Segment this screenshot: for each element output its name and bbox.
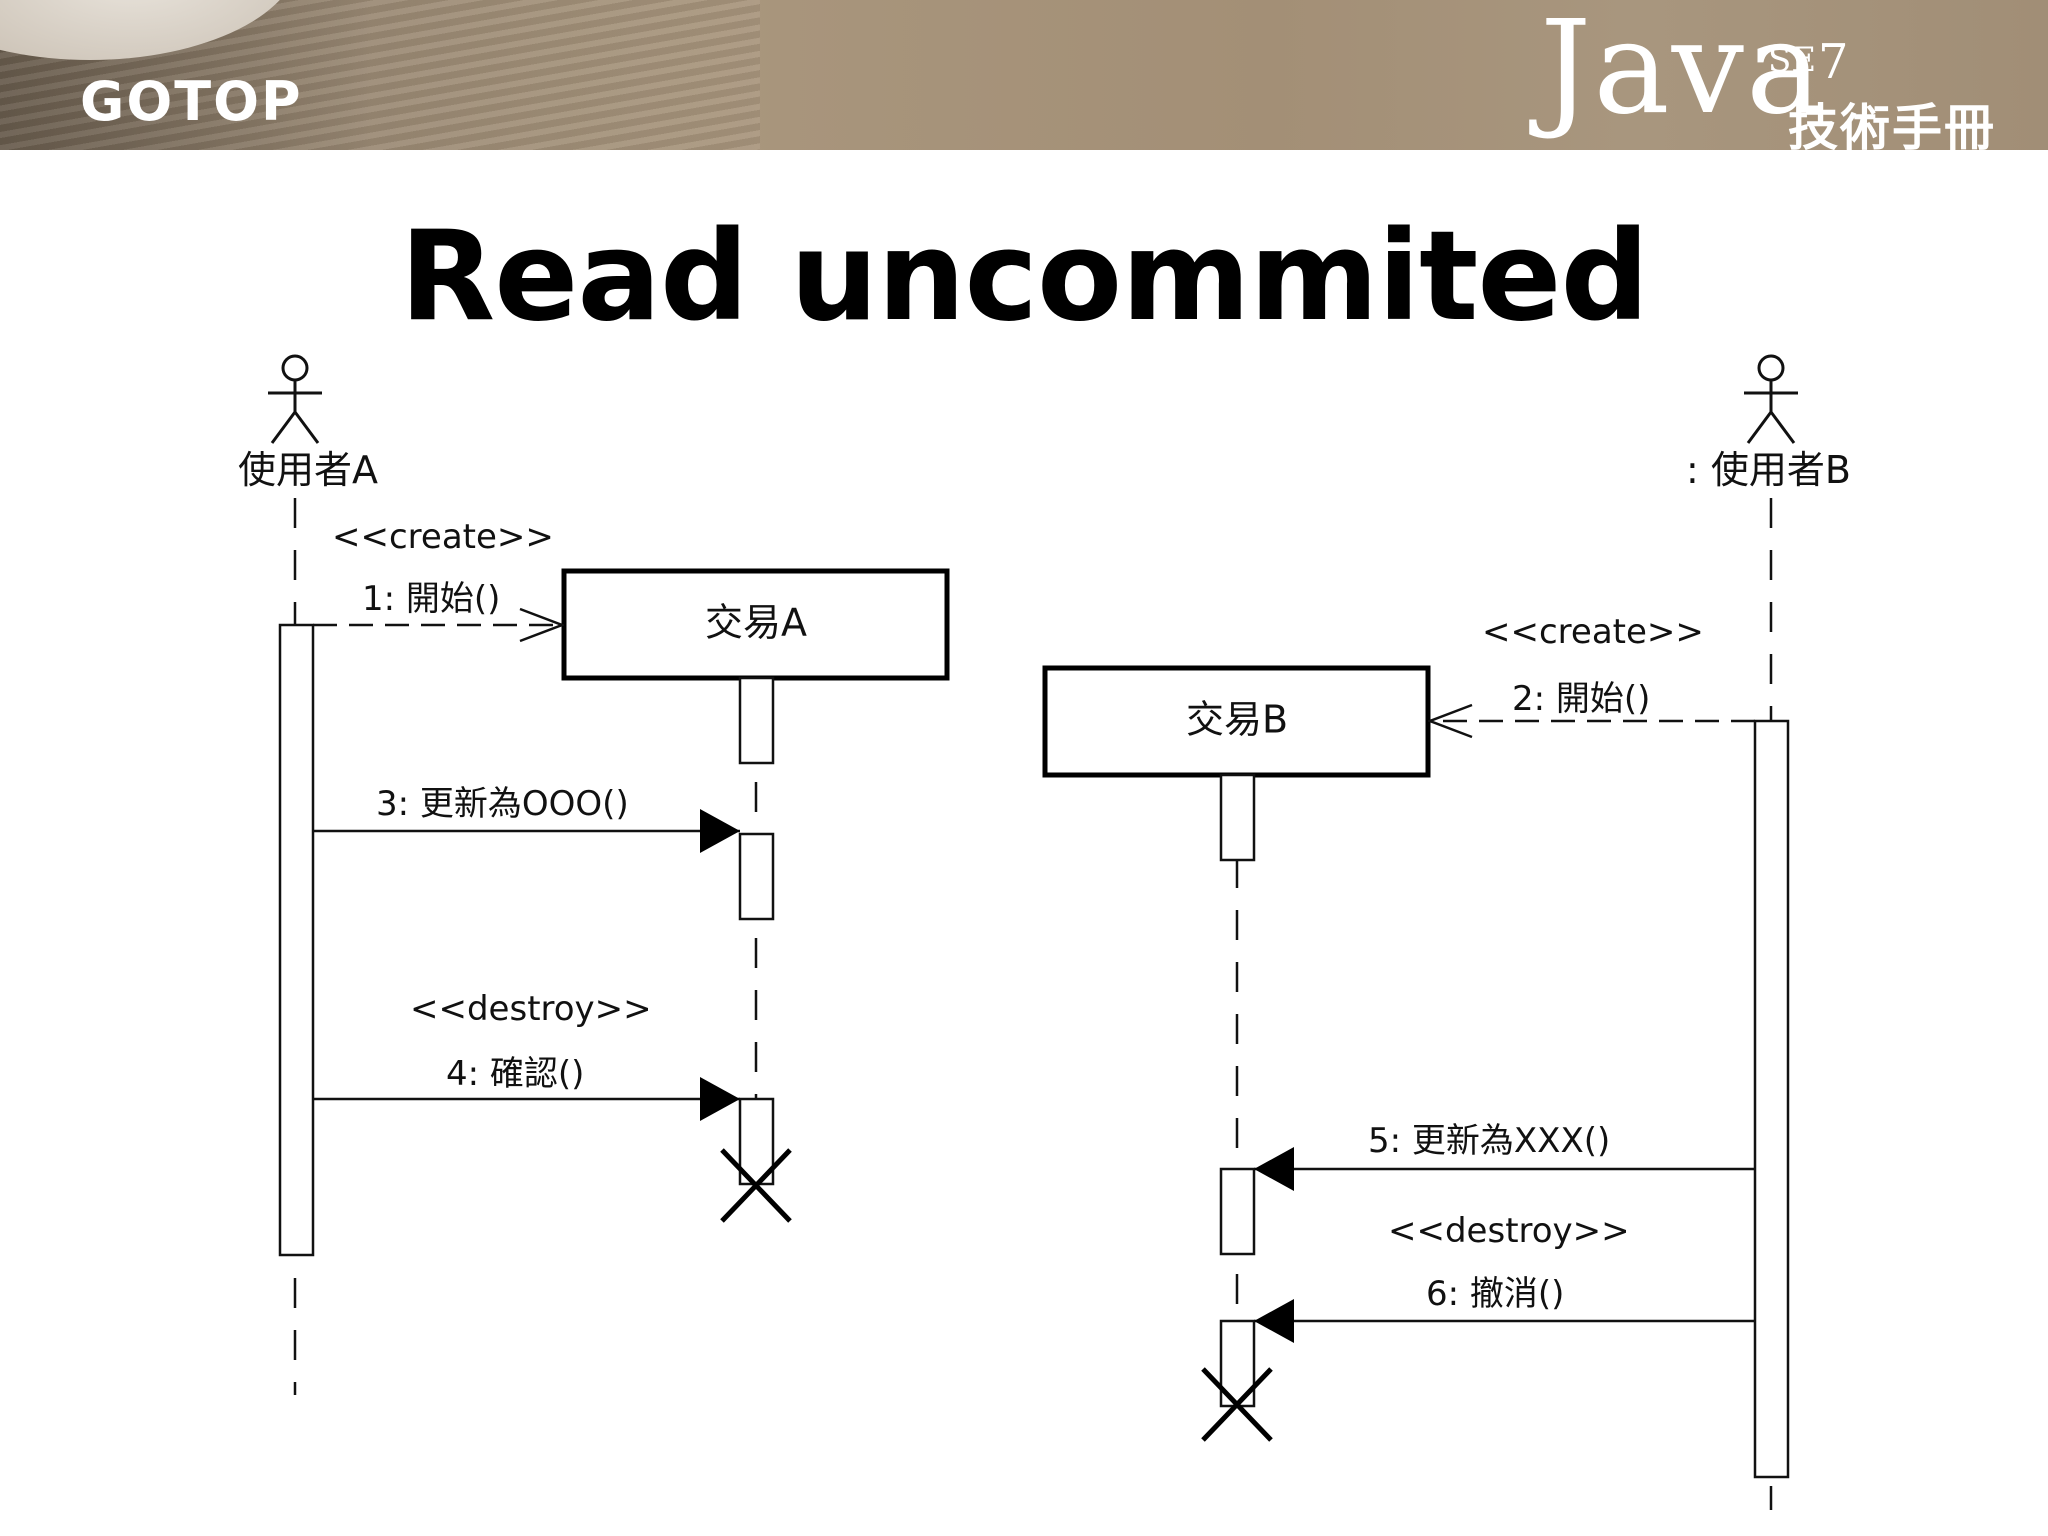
activation-tx-b-2 <box>1219 1167 1256 1256</box>
object-tx-a-label: 交易A <box>705 601 807 645</box>
actor-user-a-label: 使用者A <box>238 448 378 492</box>
header-banner: GOTOP Java SE 7 技術手冊 <box>0 0 2048 150</box>
message-3-label: 3: 更新為OOO() <box>376 784 629 824</box>
activation-user-a <box>278 623 315 1257</box>
product-version: 7 <box>1818 34 1849 90</box>
message-1-label: 1: 開始() <box>362 579 500 619</box>
message-4-stereotype: <<destroy>> <box>410 989 652 1029</box>
message-2-stereotype: <<create>> <box>1482 612 1704 652</box>
book-subtitle: 技術手冊 <box>1788 99 1996 150</box>
activation-user-b <box>1753 719 1790 1479</box>
object-tx-b-label: 交易B <box>1186 698 1288 742</box>
destroy-x-icon-tx-a <box>720 1148 792 1223</box>
activation-tx-a-2 <box>738 832 775 921</box>
message-4-label: 4: 確認() <box>446 1054 584 1094</box>
activation-tx-a-1 <box>738 676 775 765</box>
page-title: Read uncommited <box>399 205 1650 349</box>
actor-user-a-icon <box>268 354 322 444</box>
message-6-label: 6: 撤消() <box>1426 1274 1564 1314</box>
destroy-x-icon-tx-b <box>1201 1367 1273 1442</box>
message-2-label: 2: 開始() <box>1512 679 1650 719</box>
actor-user-b-icon <box>1744 354 1798 444</box>
product-name: Java <box>1540 0 1825 143</box>
object-tx-b <box>1042 665 1431 778</box>
activation-tx-b-1 <box>1219 773 1256 862</box>
message-1-stereotype: <<create>> <box>332 517 554 557</box>
product-edition: SE <box>1768 40 1817 80</box>
publisher-logo: GOTOP <box>80 70 303 133</box>
actor-user-b-label: : 使用者B <box>1686 448 1851 492</box>
message-6-stereotype: <<destroy>> <box>1388 1211 1630 1251</box>
message-5-label: 5: 更新為XXX() <box>1368 1121 1610 1161</box>
